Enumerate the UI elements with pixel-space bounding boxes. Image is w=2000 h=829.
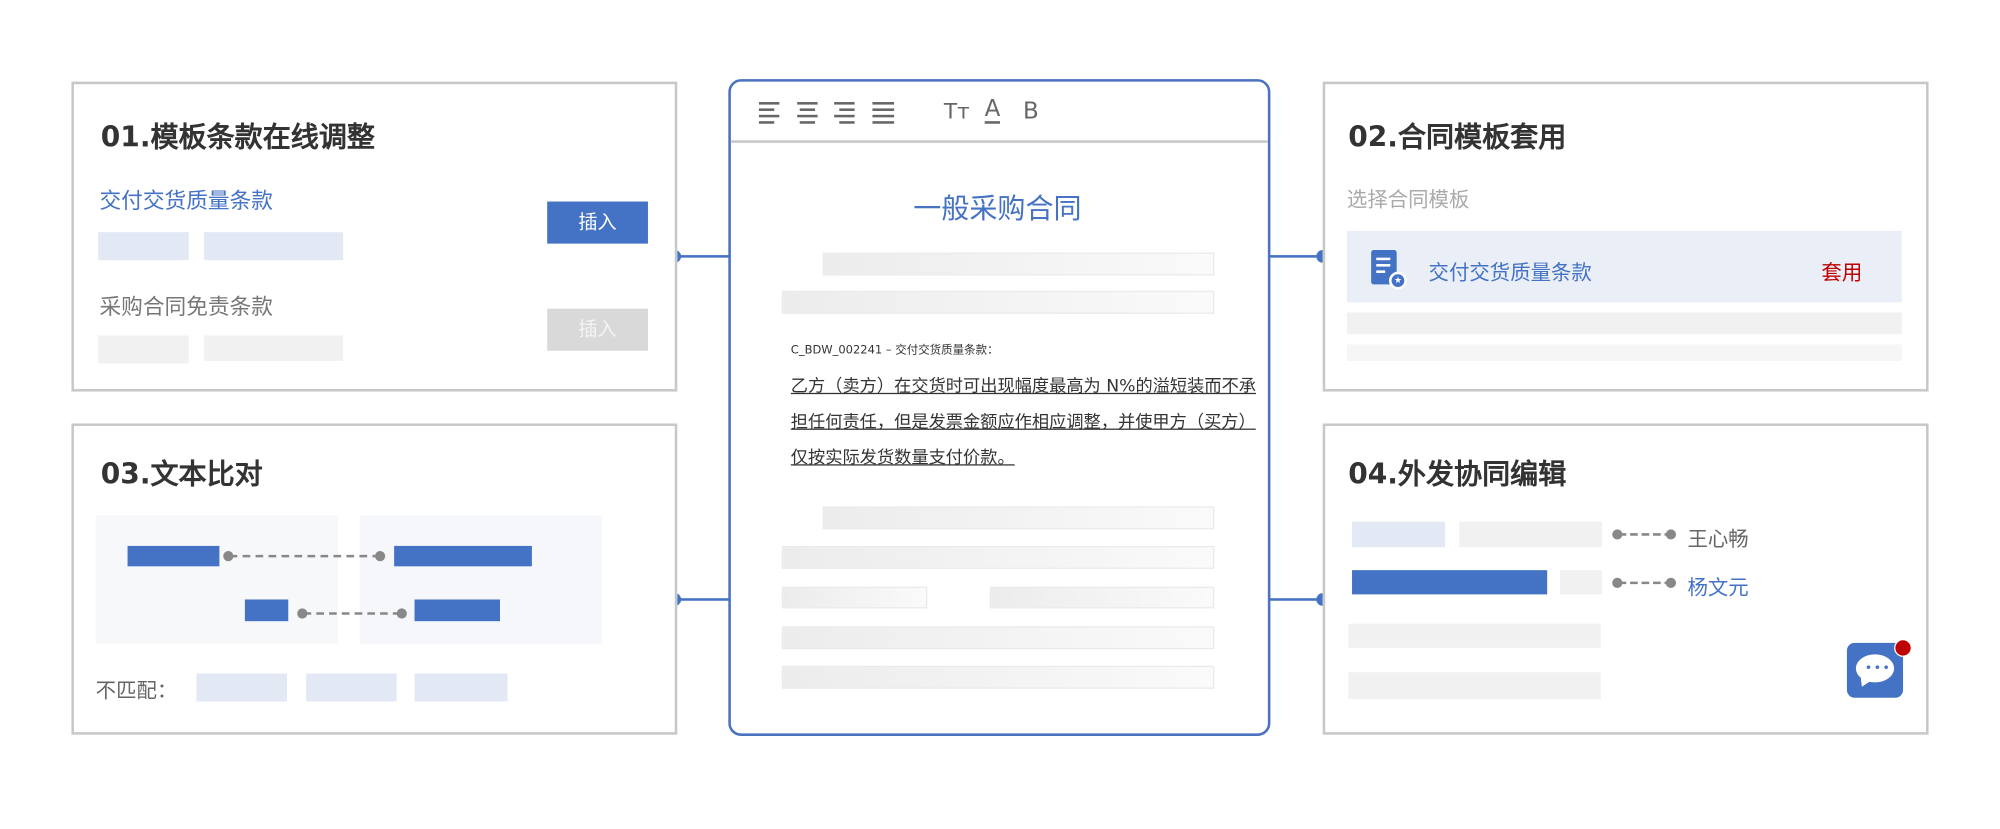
placeholder-bar	[98, 335, 189, 364]
align-justify-icon[interactable]	[872, 102, 895, 128]
list-placeholder	[1346, 312, 1902, 335]
edit-segment	[1459, 521, 1603, 548]
align-center-icon[interactable]	[797, 102, 820, 128]
clause-line: 担任何责任，但是发票金额应作相应调整，并使甲方（买方）	[790, 411, 1256, 433]
toolbar-divider	[730, 140, 1268, 143]
mismatch-bar	[196, 673, 287, 702]
select-template-label: 选择合同模板	[1346, 187, 1470, 212]
text-line-placeholder	[781, 290, 1215, 314]
text-line-placeholder	[989, 586, 1215, 609]
align-right-icon[interactable]	[834, 102, 857, 128]
collab-link-dot	[1612, 577, 1623, 589]
collaborator-name-active: 杨文元	[1687, 575, 1749, 600]
diff-block	[394, 545, 532, 567]
clause-item-active[interactable]: 交付交货质量条款	[99, 188, 273, 215]
collab-link-dot	[1665, 577, 1677, 589]
mismatch-bar	[414, 673, 508, 702]
diff-link	[303, 612, 401, 615]
edit-segment-active	[1352, 570, 1548, 595]
panel-title: 03.文本比对	[100, 459, 263, 492]
collab-link-dot	[1665, 529, 1677, 540]
document-template-icon: ★	[1371, 249, 1407, 290]
panel-title: 01.模板条款在线调整	[100, 122, 375, 155]
connector-line	[674, 255, 747, 258]
diff-link-dot	[396, 608, 407, 619]
chat-icon[interactable]: •••	[1846, 642, 1904, 698]
placeholder-bar	[98, 232, 189, 261]
insert-button-disabled[interactable]: 插入	[547, 308, 648, 351]
text-line-placeholder	[1348, 672, 1601, 699]
collaborator-name: 王心畅	[1687, 526, 1749, 552]
template-name: 交付交货质量条款	[1428, 260, 1592, 285]
compare-left-pane	[95, 515, 339, 645]
diff-link	[229, 554, 381, 558]
diff-block	[414, 599, 500, 622]
list-placeholder	[1346, 344, 1902, 361]
collab-link-dot	[1612, 529, 1623, 540]
diff-link-dot	[223, 551, 234, 562]
diff-block	[127, 545, 220, 567]
diff-link-dot	[374, 551, 386, 562]
connector-line	[674, 598, 747, 601]
clause-item[interactable]: 采购合同免责条款	[99, 294, 273, 321]
collab-link	[1618, 533, 1673, 536]
mismatch-label: 不匹配：	[95, 678, 178, 703]
diff-block	[244, 599, 289, 622]
document-title: 一般采购合同	[913, 193, 1082, 226]
insert-button[interactable]: 插入	[547, 201, 648, 244]
font-size-icon[interactable]: Tт	[943, 99, 970, 125]
text-line-placeholder	[781, 665, 1215, 689]
connector-line	[1251, 598, 1323, 601]
diff-link-dot	[297, 608, 308, 619]
apply-button[interactable]: 套用	[1821, 260, 1863, 285]
text-line-placeholder	[781, 586, 928, 609]
placeholder-bar	[204, 232, 344, 261]
edit-segment	[1559, 570, 1603, 595]
text-line-placeholder	[781, 626, 1215, 650]
clause-code: C_BDW_002241 – 交付交货质量条款：	[790, 344, 999, 358]
clause-line: 乙方（卖方）在交货时可出现幅度最高为 N%的溢短装而不承	[790, 376, 1257, 397]
text-line-placeholder	[822, 252, 1215, 276]
panel-title: 02.合同模板套用	[1348, 122, 1567, 155]
text-line-placeholder	[1348, 623, 1601, 648]
connector-line	[1251, 255, 1323, 258]
placeholder-bar	[204, 335, 344, 361]
align-left-icon[interactable]	[758, 102, 782, 128]
text-line-placeholder	[822, 506, 1215, 530]
clause-line: 仅按实际发货数量支付价款。	[790, 447, 1015, 469]
collab-link	[1618, 581, 1673, 585]
panel-title: 04.外发协同编辑	[1348, 459, 1567, 492]
compare-right-pane	[359, 515, 603, 645]
edit-segment	[1352, 521, 1446, 548]
text-line-placeholder	[781, 545, 1215, 569]
bold-icon[interactable]: B	[1022, 98, 1039, 125]
notification-badge	[1894, 639, 1912, 657]
font-color-icon[interactable]: A	[984, 95, 1001, 124]
mismatch-bar	[306, 673, 397, 702]
template-row[interactable]	[1346, 230, 1902, 303]
